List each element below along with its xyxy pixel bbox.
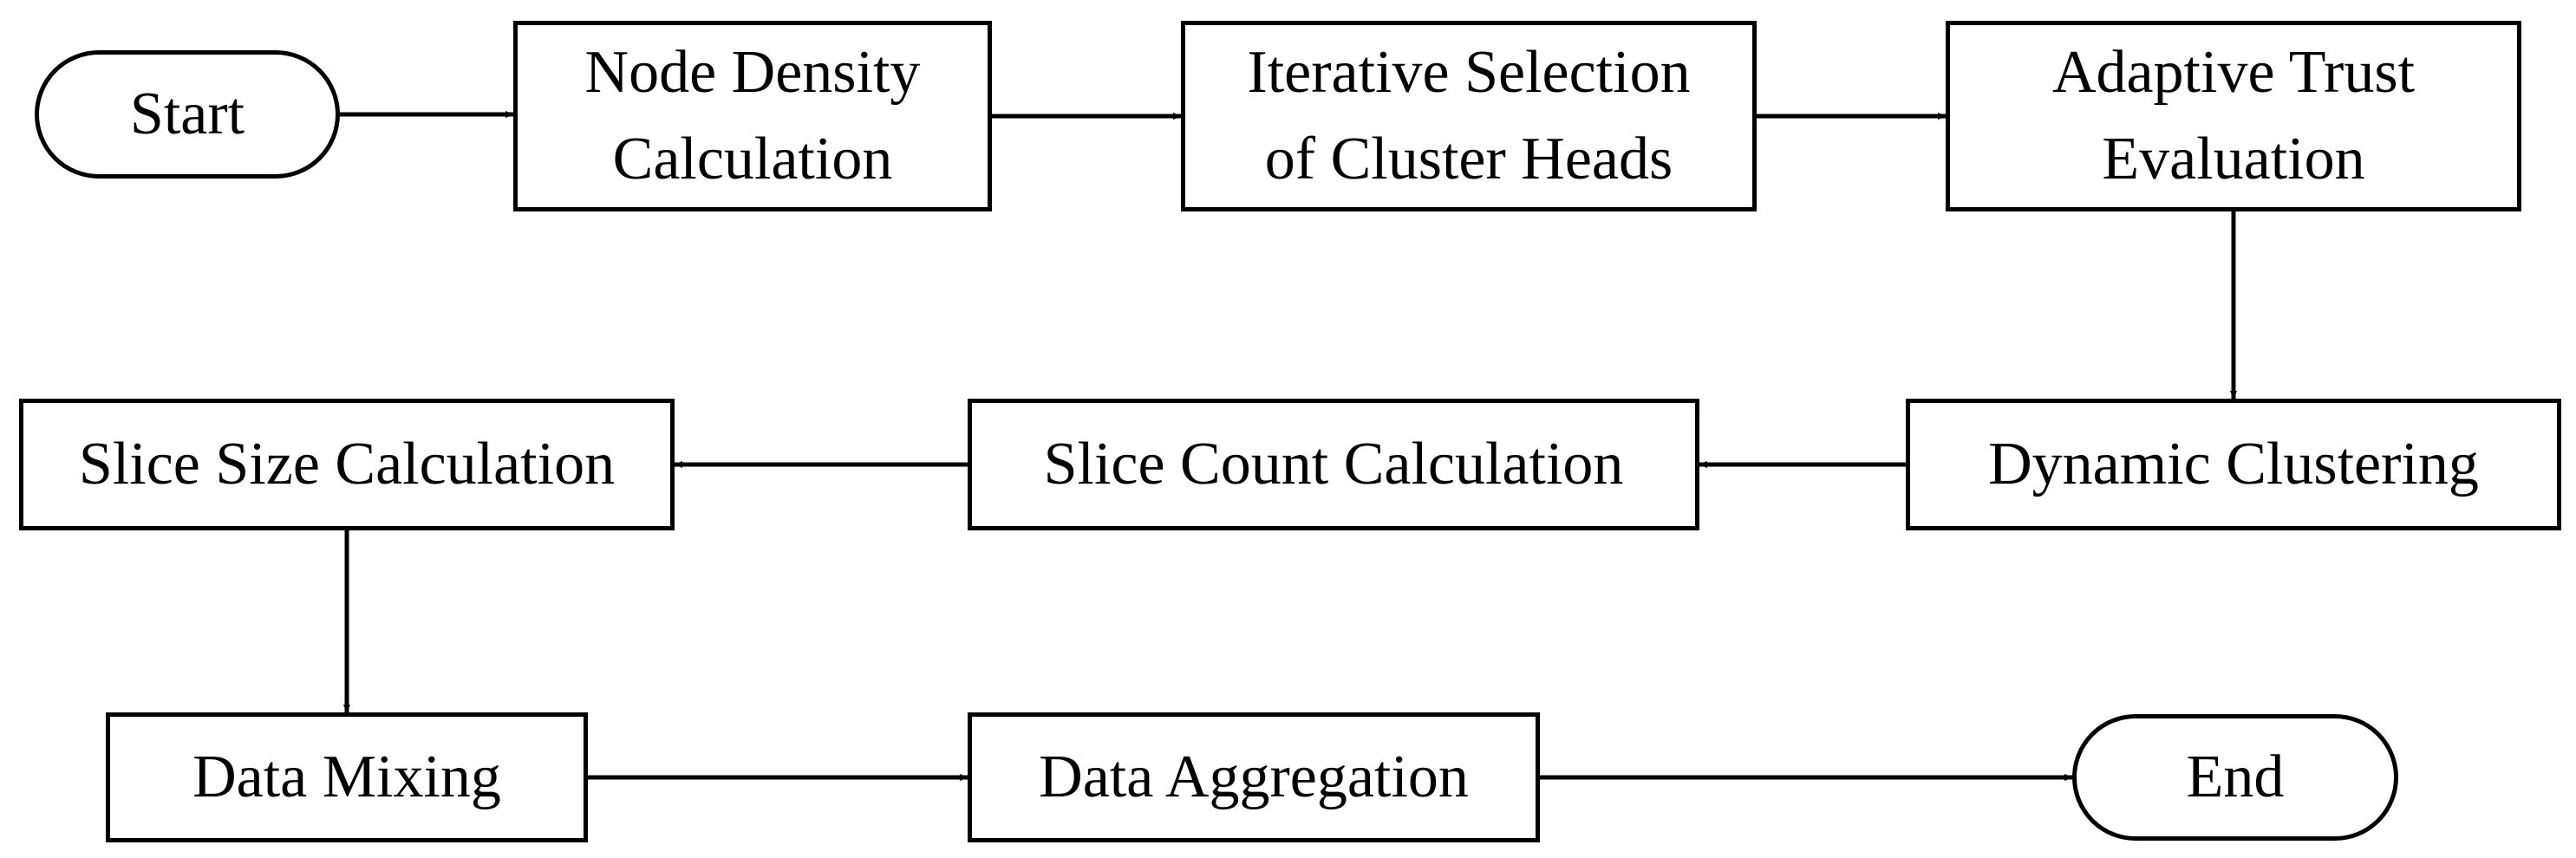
node-label-line: Adaptive Trust bbox=[2051, 39, 2416, 106]
node-label-line: Node Density bbox=[584, 39, 921, 106]
node-label-line: Slice Count Calculation bbox=[1043, 431, 1624, 497]
process-box-dynamic-clustering: Dynamic Clustering bbox=[1906, 399, 2561, 530]
node-label-line: Start bbox=[129, 81, 245, 147]
node-label-line: Data Mixing bbox=[192, 744, 501, 810]
terminal-start: Start bbox=[35, 50, 340, 179]
process-box-data-aggregation: Data Aggregation bbox=[968, 712, 1540, 842]
node-label-line: Calculation bbox=[612, 126, 893, 192]
node-label-line: of Cluster Heads bbox=[1264, 126, 1673, 192]
node-label-line: Slice Size Calculation bbox=[78, 431, 616, 497]
node-label-line: Iterative Selection bbox=[1247, 39, 1691, 106]
process-box-slice-count: Slice Count Calculation bbox=[968, 399, 1699, 530]
node-label-line: Data Aggregation bbox=[1039, 744, 1469, 810]
process-box-slice-size: Slice Size Calculation bbox=[19, 399, 675, 530]
process-box-iterative-selection: Iterative Selection of Cluster Heads bbox=[1181, 21, 1757, 211]
node-label-line: End bbox=[2186, 744, 2285, 810]
terminal-end: End bbox=[2072, 714, 2398, 841]
node-label-line: Evaluation bbox=[2102, 126, 2365, 192]
node-label-line: Dynamic Clustering bbox=[1988, 431, 2479, 497]
process-box-data-mixing: Data Mixing bbox=[106, 712, 588, 842]
